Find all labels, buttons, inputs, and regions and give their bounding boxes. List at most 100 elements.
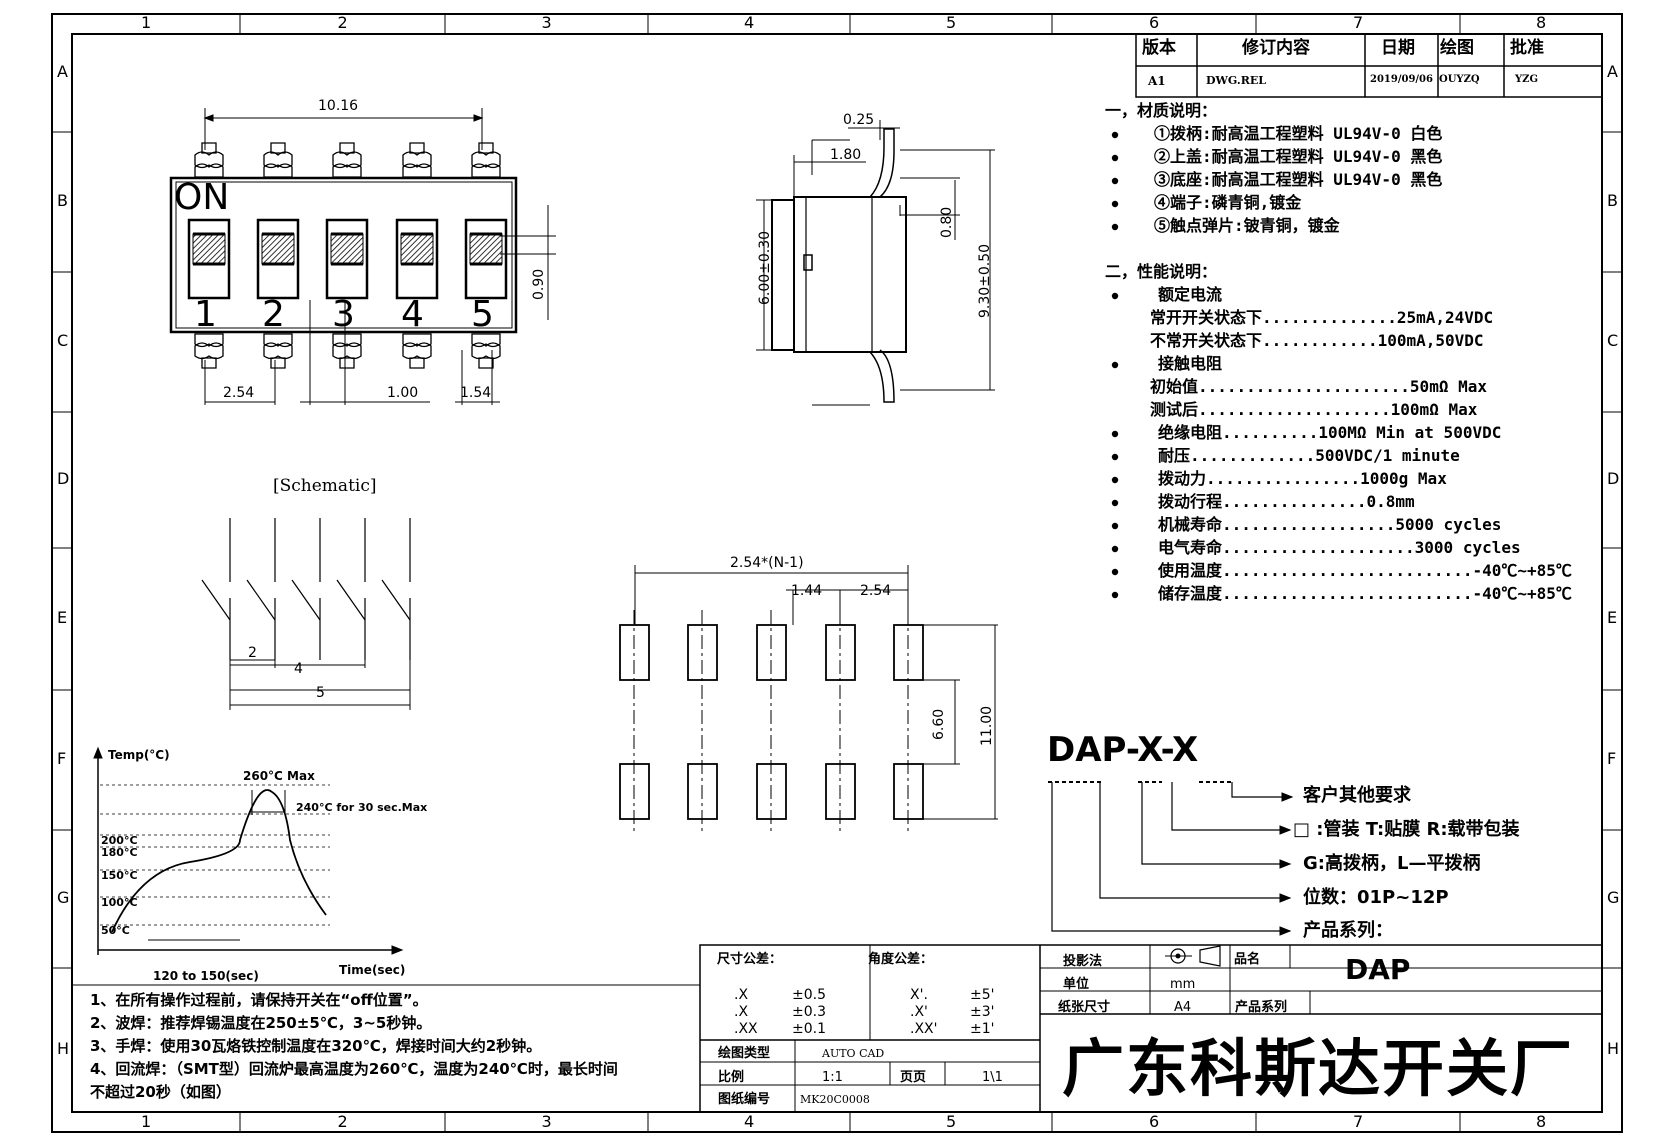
outer-border <box>51 13 1623 1133</box>
bullet <box>1111 154 1119 162</box>
terminal-neck <box>263 342 293 360</box>
material-item: ④端子:磷青铜,镀金 <box>1154 193 1302 212</box>
note-line: 2、波焊：推荐焊锡温度在250±5℃，3~5秒钟。 <box>90 1014 432 1032</box>
terminal-top <box>201 142 217 154</box>
lead-top <box>869 128 895 198</box>
zone-label: E <box>57 608 68 627</box>
terminal-neck <box>402 342 432 360</box>
zone-label: 3 <box>541 1112 552 1131</box>
scale: 1:1 <box>822 1070 843 1085</box>
rev-approved: YZG <box>1515 74 1538 85</box>
performance-line: 绝缘电阻..........100MΩ Min at 500VDC <box>1158 423 1502 442</box>
bullet <box>1111 430 1119 438</box>
performance-line: 初始值......................50mΩ Max <box>1150 377 1487 396</box>
position-number: 4 <box>401 294 424 335</box>
terminal-neck <box>332 163 362 178</box>
switch-body-inner <box>175 181 513 329</box>
note-line: 4、回流焊：（SMT型）回流炉最高温度为260℃，温度为240℃时，最长时间 <box>90 1060 618 1078</box>
terminal-top <box>270 142 286 154</box>
series-label: 产品系列 <box>1235 1000 1288 1015</box>
dim-pitch: 2.54 <box>223 385 255 401</box>
unit-label: 单位 <box>1063 977 1090 992</box>
terminal-top <box>478 142 494 154</box>
bullet <box>1111 200 1119 208</box>
zone-label: 3 <box>541 13 552 32</box>
zone-label: 2 <box>337 13 348 32</box>
company-name: 广东科斯达开关厂 <box>1062 1032 1575 1105</box>
reflow-temp: 180°C <box>101 846 138 859</box>
reflow-hold: 240°C for 30 sec.Max <box>296 801 428 814</box>
arrow <box>203 114 214 122</box>
position-number: 5 <box>471 294 494 335</box>
footprint-pitch: 2.54 <box>860 583 892 599</box>
tol-value: ±5' <box>970 987 995 1003</box>
performance-line: 电气寿命....................3000 cycles <box>1158 538 1521 557</box>
drawing-type: AUTO CAD <box>822 1047 885 1060</box>
bullet <box>1111 223 1119 231</box>
zone-label: G <box>1607 888 1620 907</box>
tol-key: .XX' <box>910 1021 938 1037</box>
terminal-neck <box>194 342 224 360</box>
side-body <box>793 196 907 353</box>
leader <box>1051 782 1290 932</box>
footprint-span: 2.54*(N-1) <box>730 555 804 571</box>
rev-drawn: OUYZQ <box>1439 74 1480 85</box>
drawing-type-label: 绘图类型 <box>718 1046 771 1061</box>
reflow-temp: 100°C <box>101 896 138 909</box>
side-left-block <box>771 199 795 351</box>
leader <box>1099 782 1290 899</box>
rev-date: 2019/09/06 <box>1370 74 1433 85</box>
terminal-top <box>339 142 355 154</box>
zone-label: E <box>1607 608 1618 627</box>
terminal-bottom <box>478 357 494 369</box>
performance-line: 测试后....................100mΩ Max <box>1150 400 1478 419</box>
performance-line: 拨动行程...............0.8mm <box>1158 492 1415 511</box>
leader <box>1171 782 1290 831</box>
footprint-inner: 6.60 <box>931 708 947 740</box>
schematic-dim: 4 <box>294 661 303 677</box>
zone-label: 8 <box>1536 1112 1547 1131</box>
dim-overall: 9.30±0.50 <box>977 243 993 318</box>
zone-label: 7 <box>1353 13 1364 32</box>
terminal-bottom <box>339 357 355 369</box>
terminal-neck <box>194 151 224 169</box>
rev-header-approved: 批准 <box>1510 38 1544 58</box>
slider-window <box>395 218 439 300</box>
note-line: 不超过20秒（如图） <box>90 1083 231 1101</box>
drawing-no-label: 图纸编号 <box>718 1092 771 1107</box>
performance-line: 常开开关状态下..............25mA,24VDC <box>1150 308 1494 327</box>
material-item: ⑤触点弹片:铍青铜，镀金 <box>1154 216 1340 235</box>
position-number: 1 <box>194 294 217 335</box>
zone-label: 7 <box>1353 1112 1364 1131</box>
zone-label: 5 <box>946 13 957 32</box>
reflow-temp: 200°C <box>101 834 138 847</box>
schematic-blade <box>336 579 366 621</box>
tol-key: .X' <box>910 1004 928 1020</box>
tol-value: ±0.5 <box>792 987 826 1003</box>
part-legend: G:高拨柄，L—平拨柄 <box>1303 853 1481 874</box>
bullet <box>1111 591 1119 599</box>
tol-value: ±1' <box>970 1021 995 1037</box>
terminal-neck <box>471 151 501 169</box>
terminal-neck <box>471 333 501 348</box>
schematic-dim: 2 <box>248 645 257 661</box>
bullet <box>1111 361 1119 369</box>
rev-header-drawn: 绘图 <box>1440 38 1474 58</box>
arrow <box>1281 792 1294 802</box>
side-nub <box>803 254 813 271</box>
bullet <box>1111 292 1119 300</box>
footprint-outer: 11.00 <box>979 705 995 746</box>
lead-bottom <box>869 349 895 403</box>
schematic-blade <box>381 579 411 621</box>
dim-thick: 0.25 <box>843 112 875 128</box>
arrow <box>1279 893 1292 903</box>
schematic-title: [Schematic] <box>273 476 377 496</box>
bullet <box>1111 522 1119 530</box>
performance-line: 拨动力................1000g Max <box>1158 469 1447 488</box>
on-label: ON <box>174 177 230 218</box>
performance-title: 二，性能说明： <box>1105 262 1218 281</box>
material-item: ②上盖:耐高温工程塑料 UL94V-0 黑色 <box>1154 147 1443 166</box>
reflow-curve <box>111 789 327 933</box>
zone-label: 8 <box>1536 13 1547 32</box>
